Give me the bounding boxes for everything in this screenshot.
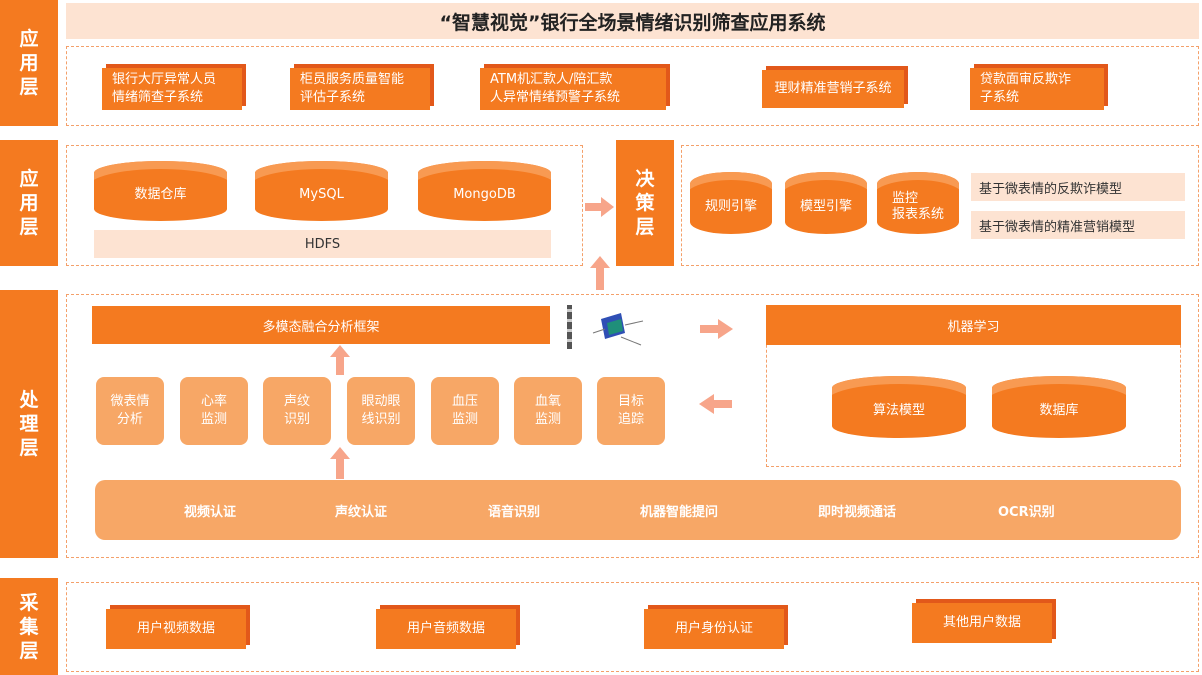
recognition-bar: 视频认证 声纹认证 语音识别 机器智能提问 即时视频通话 OCR识别 <box>95 480 1181 540</box>
module-target-tracking: 目标 追踪 <box>597 377 665 445</box>
process-panel <box>66 294 1199 558</box>
module-blood-oxygen: 血氧 监测 <box>514 377 582 445</box>
arrow-up-icon <box>590 256 610 290</box>
recognition-smart-question: 机器智能提问 <box>640 504 719 520</box>
decision-model-engine: 模型引擎 <box>785 172 867 234</box>
layer-label-app: 应用层 <box>0 0 58 126</box>
ml-header: 机器学习 <box>766 305 1181 345</box>
app-system-atm-warning: ATM机汇款人/陪汇款 人异常情绪预警子系统 <box>480 68 666 110</box>
recognition-voiceprint-auth: 声纹认证 <box>335 504 388 520</box>
decision-rule-engine: 规则引擎 <box>690 172 772 234</box>
decision-panel <box>681 145 1199 266</box>
collect-video-data: 用户视频数据 <box>106 609 246 649</box>
module-voiceprint: 声纹 识别 <box>263 377 331 445</box>
module-eye-tracking: 眼动眼 线识别 <box>347 377 415 445</box>
layer-label-process: 处理层 <box>0 290 58 558</box>
collect-panel <box>66 582 1199 672</box>
page-title: “智慧视觉”银行全场景情绪识别筛查应用系统 <box>66 3 1199 39</box>
arrow-right-icon <box>700 319 733 339</box>
layer-label-data: 应用层 <box>0 140 58 266</box>
layer-label-collect: 采集层 <box>0 578 58 675</box>
arrow-up-icon <box>330 345 350 375</box>
recognition-ocr: OCR识别 <box>998 504 1055 520</box>
module-heart-rate: 心率 监测 <box>180 377 248 445</box>
app-system-teller-evaluation: 柜员服务质量智能 评估子系统 <box>290 68 430 110</box>
app-layer-panel <box>66 46 1199 126</box>
module-blood-pressure: 血压 监测 <box>431 377 499 445</box>
collect-audio-data: 用户音频数据 <box>376 609 516 649</box>
arrow-left-icon <box>699 394 732 414</box>
framework-header: 多模态融合分析框架 <box>92 306 550 344</box>
recognition-video-call: 即时视频通话 <box>818 504 897 520</box>
app-system-hall-screening: 银行大厅异常人员 情绪筛查子系统 <box>102 68 242 110</box>
decision-model-marketing: 基于微表情的精准营销模型 <box>971 211 1185 239</box>
decision-model-antifraud: 基于微表情的反欺诈模型 <box>971 173 1185 201</box>
ml-database: 数据库 <box>992 376 1126 438</box>
decision-layer-label: 决策层 <box>616 140 674 266</box>
storage-mongodb: MongoDB <box>418 161 551 221</box>
recognition-speech: 语音识别 <box>488 504 541 520</box>
model-diagram-icon <box>567 305 644 349</box>
recognition-video-auth: 视频认证 <box>184 504 237 520</box>
app-system-wealth-marketing: 理财精准营销子系统 <box>762 70 904 108</box>
storage-hdfs: HDFS <box>94 230 551 258</box>
collect-other-data: 其他用户数据 <box>912 603 1052 643</box>
collect-identity-auth: 用户身份认证 <box>644 609 784 649</box>
app-system-loan-antifraud: 贷款面审反欺诈 子系统 <box>970 68 1104 110</box>
storage-mysql: MySQL <box>255 161 388 221</box>
arrow-up-icon <box>330 447 350 479</box>
storage-data-warehouse: 数据仓库 <box>94 161 227 221</box>
decision-monitor-report: 监控 报表系统 <box>877 172 959 234</box>
storage-panel <box>66 145 583 266</box>
arrow-right-icon <box>585 197 614 217</box>
module-micro-expression: 微表情 分析 <box>96 377 164 445</box>
ml-algorithm-model: 算法模型 <box>832 376 966 438</box>
